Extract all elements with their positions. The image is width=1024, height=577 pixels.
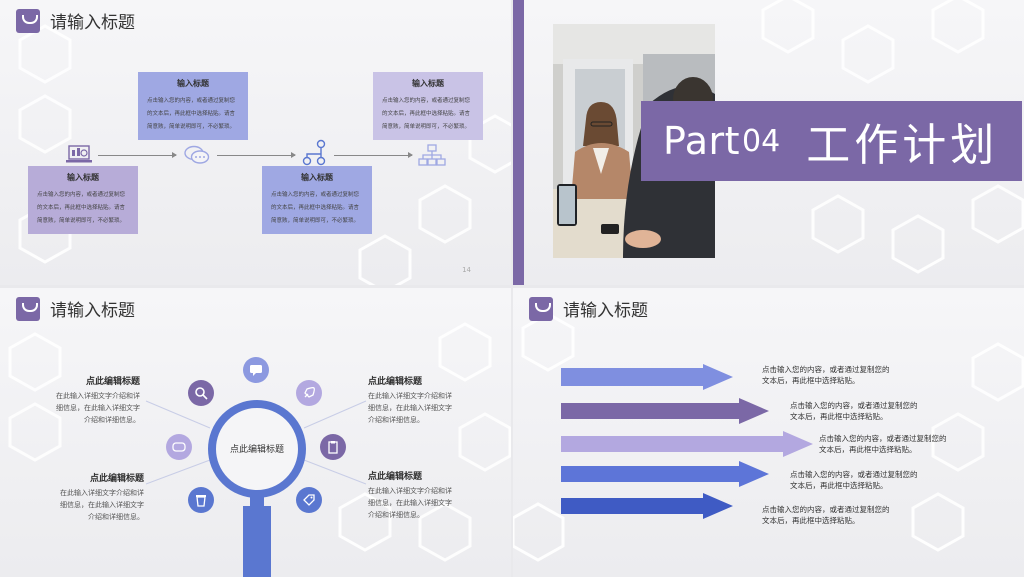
step-box-body: 点击输入您的内容，或者通过复制您的文本后，再此框中选择粘贴。请言简意赅，简单说明…	[37, 192, 126, 224]
tag-icon	[296, 487, 322, 513]
edit-block-bottom-right[interactable]: 点此编辑标题 在此输入详细文字介绍和详 细信息，在此输入详细文字 介绍和详细信息…	[368, 469, 468, 521]
arrow-2	[561, 398, 769, 424]
hexagon-background	[761, 0, 1024, 274]
search-icon	[188, 380, 214, 406]
arrow-4	[561, 461, 769, 487]
arrow-text-5[interactable]: 点击输入您的内容，或者通过复制您的 文本后，再此框中选择粘贴。	[762, 504, 890, 526]
shopping-bag-icon	[16, 8, 40, 33]
arrow-text-2[interactable]: 点击输入您的内容，或者通过复制您的 文本后，再此框中选择粘贴。	[790, 400, 918, 422]
message-icon	[243, 357, 269, 383]
flow-arrow	[217, 152, 296, 158]
arrow-text-1[interactable]: 点击输入您的内容，或者通过复制您的 文本后，再此框中选择粘贴。	[762, 364, 890, 386]
arrow-1	[561, 364, 733, 390]
rocket-icon	[296, 380, 322, 406]
step-box-2[interactable]: 输入标题 点击输入您的内容，或者通过复制您的文本后，再此框中选择粘贴。请言简意赅…	[138, 72, 248, 140]
step-box-1[interactable]: 输入标题 点击输入您的内容，或者通过复制您的文本后，再此框中选择粘贴。请言简意赅…	[28, 166, 138, 234]
step-box-3[interactable]: 输入标题 点击输入您的内容，或者通过复制您的文本后，再此框中选择粘贴。请言简意赅…	[262, 166, 372, 234]
slide-header: 请输入标题	[16, 8, 135, 33]
part-label: Part	[663, 119, 741, 163]
edit-block-text: 介绍和详细信息。	[368, 511, 424, 519]
arrow-list	[561, 364, 813, 519]
edit-block-top-left[interactable]: 点此编辑标题 在此输入详细文字介绍和详 细信息，在此输入详细文字 介绍和详细信息…	[40, 374, 140, 426]
cup-icon	[188, 487, 214, 513]
step-box-body: 点击输入您的内容，或者通过复制您的文本后，再此框中选择粘贴。请言简意赅，简单说明…	[382, 98, 471, 130]
shopping-bag-icon	[16, 296, 40, 321]
shopping-bag-icon	[529, 296, 553, 321]
slide-title: 请输入标题	[563, 301, 648, 321]
edit-block-text: 细信息，在此输入详细文字	[60, 501, 144, 509]
org-chart-icon	[418, 144, 446, 166]
edit-block-title: 点此编辑标题	[368, 472, 423, 482]
arrow-text-line: 文本后，再此框中选择粘贴。	[819, 445, 917, 454]
arrow-text-3[interactable]: 点击输入您的内容，或者通过复制您的 文本后，再此框中选择粘贴。	[819, 433, 947, 455]
edit-block-text: 介绍和详细信息。	[84, 416, 140, 424]
arrow-5	[561, 493, 733, 519]
page-number: 14	[462, 266, 471, 274]
arrow-text-line: 文本后，再此框中选择粘贴。	[762, 376, 860, 385]
slide-magnifier[interactable]: 请输入标题 点此编辑标题 点此编辑标题 在此输入详细文字介绍和详 细	[0, 288, 511, 577]
slide-arrows[interactable]: 请输入标题 点击输入您的内容，或者通过复制您的 文本后，再此框中选择粘贴。 点击…	[513, 288, 1024, 577]
magnifier-graphic	[208, 400, 306, 577]
step-box-title: 输入标题	[67, 173, 99, 182]
arrow-text-line: 点击输入您的内容，或者通过复制您的	[819, 434, 947, 443]
arrow-text-4[interactable]: 点击输入您的内容，或者通过复制您的 文本后，再此框中选择粘贴。	[790, 469, 918, 491]
edit-block-text: 在此输入详细文字介绍和详	[56, 392, 140, 400]
edit-block-title: 点此编辑标题	[89, 474, 144, 484]
edit-block-text: 细信息，在此输入详细文字	[56, 404, 140, 412]
edit-block-bottom-left[interactable]: 点此编辑标题 在此输入详细文字介绍和详 细信息，在此输入详细文字 介绍和详细信息…	[44, 471, 144, 523]
connector-lines	[145, 400, 367, 485]
step-box-title: 输入标题	[177, 79, 209, 88]
clipboard-icon	[320, 434, 346, 460]
edit-block-text: 细信息，在此输入详细文字	[368, 499, 452, 507]
hexagon-background	[18, 24, 511, 285]
step-box-title: 输入标题	[412, 79, 444, 88]
step-box-body: 点击输入您的内容，或者通过复制您的文本后，再此框中选择粘贴。请言简意赅，简单说明…	[147, 98, 236, 130]
slide-section-cover[interactable]: Part 04 工作计划	[513, 0, 1024, 285]
part-number: 04	[742, 123, 781, 159]
step-box-4[interactable]: 输入标题 点击输入您的内容，或者通过复制您的文本后，再此框中选择粘贴。请言简意赅…	[373, 72, 483, 140]
arrow-text-line: 文本后，再此框中选择粘贴。	[790, 412, 888, 421]
arrow-text-line: 点击输入您的内容，或者通过复制您的	[762, 505, 890, 514]
step-box-title: 输入标题	[301, 173, 333, 182]
flow-arrow	[334, 152, 413, 158]
slide-header: 请输入标题	[16, 296, 135, 321]
center-title[interactable]: 点此编辑标题	[229, 445, 284, 455]
slide-header: 请输入标题	[529, 296, 648, 321]
edit-block-text: 介绍和详细信息。	[88, 513, 144, 521]
edit-block-text: 在此输入详细文字介绍和详	[368, 487, 452, 495]
arrow-text-line: 点击输入您的内容，或者通过复制您的	[762, 365, 890, 374]
slide-title: 请输入标题	[50, 301, 135, 321]
arrow-text-line: 点击输入您的内容，或者通过复制您的	[790, 401, 918, 410]
flow-branch-icon	[302, 139, 326, 166]
edit-block-title: 点此编辑标题	[85, 377, 140, 387]
hexagon-background	[8, 322, 511, 562]
laptop-chart-icon	[66, 145, 92, 163]
accent-sidebar	[513, 0, 524, 285]
arrow-text-line: 文本后，再此框中选择粘贴。	[790, 481, 888, 490]
flow-arrow	[98, 152, 177, 158]
edit-block-text: 细信息，在此输入详细文字	[368, 404, 452, 412]
arrow-text-line: 文本后，再此框中选择粘贴。	[762, 516, 860, 525]
step-box-body: 点击输入您的内容，或者通过复制您的文本后，再此框中选择粘贴。请言简意赅，简单说明…	[271, 192, 360, 224]
edit-block-text: 在此输入详细文字介绍和详	[60, 489, 144, 497]
edit-block-title: 点此编辑标题	[368, 377, 423, 387]
edit-block-text: 介绍和详细信息。	[368, 416, 424, 424]
arrow-text-line: 点击输入您的内容，或者通过复制您的	[790, 470, 918, 479]
section-title: 工作计划	[806, 120, 999, 171]
section-title-band: Part 04 工作计划	[641, 101, 1022, 181]
slide-title: 请输入标题	[50, 13, 135, 33]
slide-process[interactable]: 请输入标题 输入标题 点击输入您的内容，或者通过复制您的文本后，再此框中选择粘贴…	[0, 0, 511, 285]
edit-block-top-right[interactable]: 点此编辑标题 在此输入详细文字介绍和详 细信息，在此输入详细文字 介绍和详细信息…	[368, 374, 468, 426]
edit-block-text: 在此输入详细文字介绍和详	[368, 392, 452, 400]
arrow-3	[561, 431, 813, 457]
chat-icon	[166, 434, 192, 460]
chat-bubbles-icon	[184, 145, 210, 164]
